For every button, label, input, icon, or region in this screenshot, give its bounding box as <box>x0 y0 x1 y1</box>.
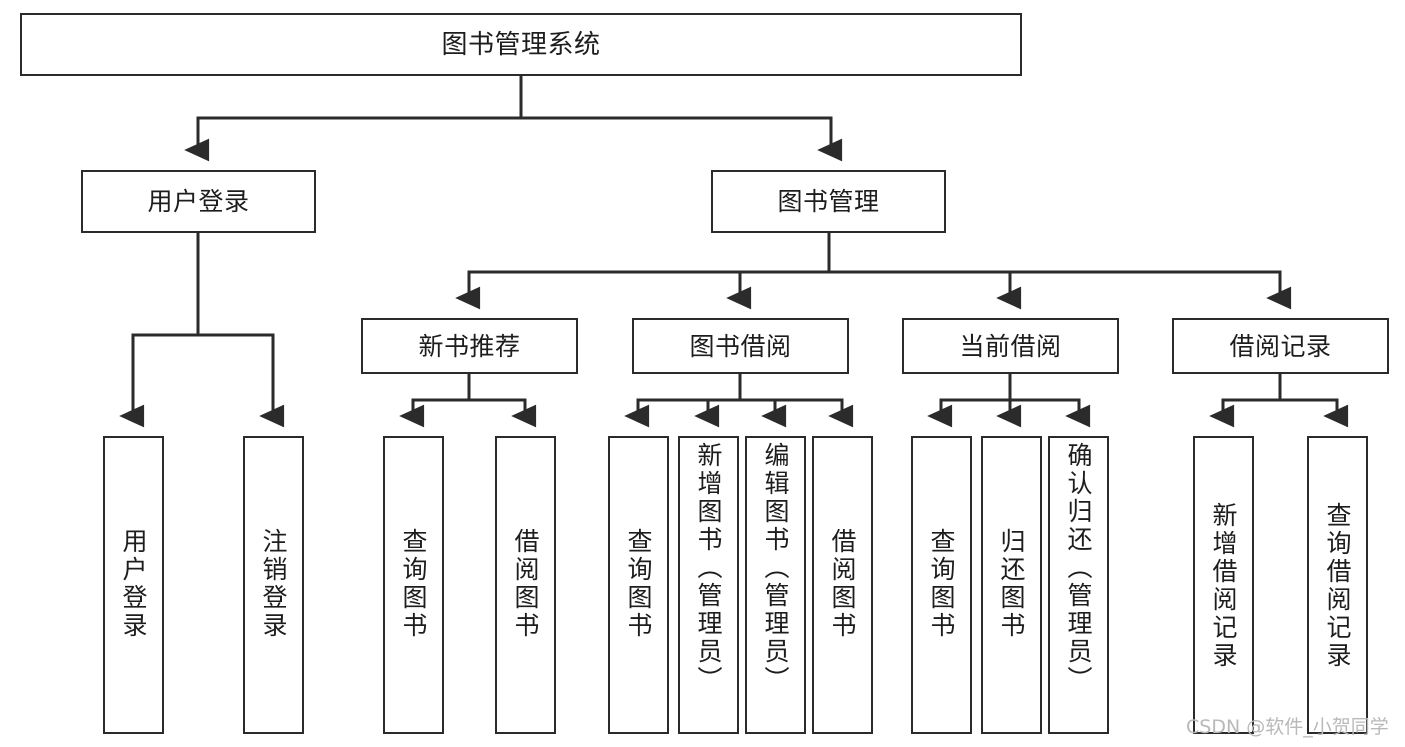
leaf-user-login-signin[interactable]: 用户登录 <box>103 436 164 734</box>
node-current-borrow[interactable]: 当前借阅 <box>902 318 1119 374</box>
leaf-user-login-signout-label: 注销登录 <box>259 528 288 640</box>
node-current-borrow-label: 当前借阅 <box>959 331 1062 361</box>
leaf-new-book-borrow[interactable]: 借阅图书 <box>495 436 556 734</box>
leaf-current-borrow-return[interactable]: 归还图书 <box>981 436 1042 734</box>
leaf-current-borrow-confirm-return-label: 确认归还（管理员） <box>1064 442 1093 694</box>
leaf-book-borrow-add-label: 新增图书（管理员） <box>694 442 723 694</box>
leaf-book-borrow-add[interactable]: 新增图书（管理员） <box>678 436 739 734</box>
leaf-borrow-record-query-label: 查询借阅记录 <box>1323 502 1352 670</box>
leaf-book-borrow-query-label: 查询图书 <box>624 528 653 640</box>
leaf-new-book-query-label: 查询图书 <box>399 528 428 640</box>
node-book-management[interactable]: 图书管理 <box>711 170 946 233</box>
leaf-user-login-signin-label: 用户登录 <box>119 528 148 640</box>
node-book-management-label: 图书管理 <box>777 187 880 216</box>
leaf-book-borrow-query[interactable]: 查询图书 <box>608 436 669 734</box>
watermark: CSDN @软件_小贺同学 <box>1186 716 1389 738</box>
leaf-book-borrow-borrow[interactable]: 借阅图书 <box>812 436 873 734</box>
leaf-borrow-record-add[interactable]: 新增借阅记录 <box>1193 436 1254 734</box>
node-root-system-label: 图书管理系统 <box>441 29 601 60</box>
node-borrow-record-label: 借阅记录 <box>1229 331 1332 361</box>
node-book-borrow[interactable]: 图书借阅 <box>632 318 849 374</box>
node-book-borrow-label: 图书借阅 <box>689 331 792 361</box>
leaf-borrow-record-add-label: 新增借阅记录 <box>1209 502 1238 670</box>
node-user-login-label: 用户登录 <box>147 187 250 216</box>
leaf-user-login-signout[interactable]: 注销登录 <box>243 436 304 734</box>
leaf-current-borrow-confirm-return[interactable]: 确认归还（管理员） <box>1048 436 1109 734</box>
node-root-system[interactable]: 图书管理系统 <box>20 13 1022 76</box>
leaf-book-borrow-borrow-label: 借阅图书 <box>828 528 857 640</box>
leaf-new-book-borrow-label: 借阅图书 <box>511 528 540 640</box>
leaf-current-borrow-query-label: 查询图书 <box>927 528 956 640</box>
node-new-book-recommend[interactable]: 新书推荐 <box>361 318 578 374</box>
node-borrow-record[interactable]: 借阅记录 <box>1172 318 1389 374</box>
leaf-new-book-query[interactable]: 查询图书 <box>383 436 444 734</box>
leaf-book-borrow-edit-label: 编辑图书（管理员） <box>761 442 790 694</box>
leaf-book-borrow-edit[interactable]: 编辑图书（管理员） <box>745 436 806 734</box>
node-user-login[interactable]: 用户登录 <box>81 170 316 233</box>
leaf-borrow-record-query[interactable]: 查询借阅记录 <box>1307 436 1368 734</box>
node-new-book-recommend-label: 新书推荐 <box>418 331 521 361</box>
leaf-current-borrow-return-label: 归还图书 <box>997 528 1026 640</box>
leaf-current-borrow-query[interactable]: 查询图书 <box>911 436 972 734</box>
